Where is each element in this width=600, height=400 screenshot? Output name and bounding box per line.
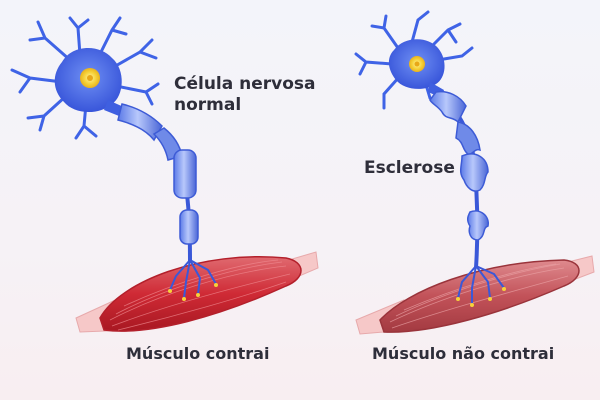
sclerosis-neuron [354, 10, 489, 269]
label-muscle-contracts: Músculo contrai [126, 344, 270, 363]
label-sclerosis: Esclerose [364, 158, 455, 178]
label-normal-line2: normal [174, 95, 242, 116]
normal-dendrites [10, 16, 160, 140]
label-muscle-not-contracts: Músculo não contrai [372, 344, 555, 363]
normal-neuron [10, 16, 199, 263]
label-normal-nerve-cell: Célula nervosa normal [174, 74, 334, 117]
non-contracting-muscle [355, 255, 595, 335]
contracting-muscle [75, 251, 319, 333]
damaged-myelin [429, 90, 489, 241]
normal-myelin [117, 103, 199, 245]
label-normal-line1: Célula nervosa [174, 74, 316, 94]
